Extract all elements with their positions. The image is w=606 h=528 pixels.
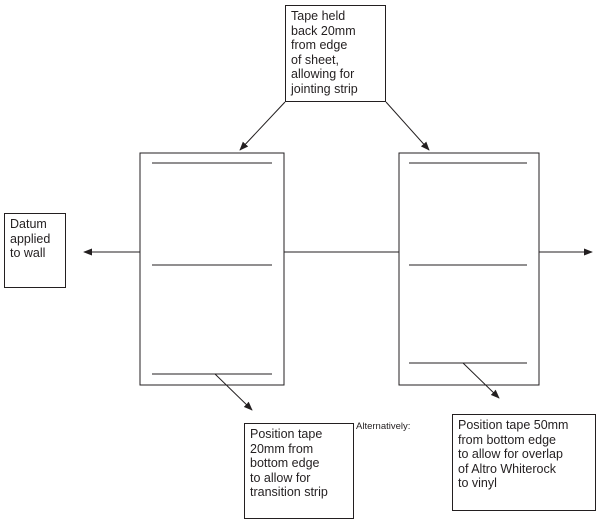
sheet-left bbox=[139, 152, 285, 386]
arrow-top-to-left-sheet bbox=[239, 101, 286, 151]
datum-note-box: Datum applied to wall bbox=[4, 213, 66, 288]
alternatively-label: Alternatively: bbox=[356, 421, 411, 432]
bottom-left-note-box: Position tape 20mm from bottom edge to a… bbox=[244, 423, 354, 519]
bottom-right-note-box: Position tape 50mm from bottom edge to a… bbox=[452, 414, 596, 511]
arrow-left-tape-to-note bbox=[214, 373, 253, 411]
top-note-box: Tape held back 20mm from edge of sheet, … bbox=[285, 5, 386, 102]
arrow-right-tape-to-note bbox=[462, 362, 500, 399]
arrow-top-to-right-sheet bbox=[385, 101, 430, 151]
sheet-right bbox=[398, 152, 540, 386]
